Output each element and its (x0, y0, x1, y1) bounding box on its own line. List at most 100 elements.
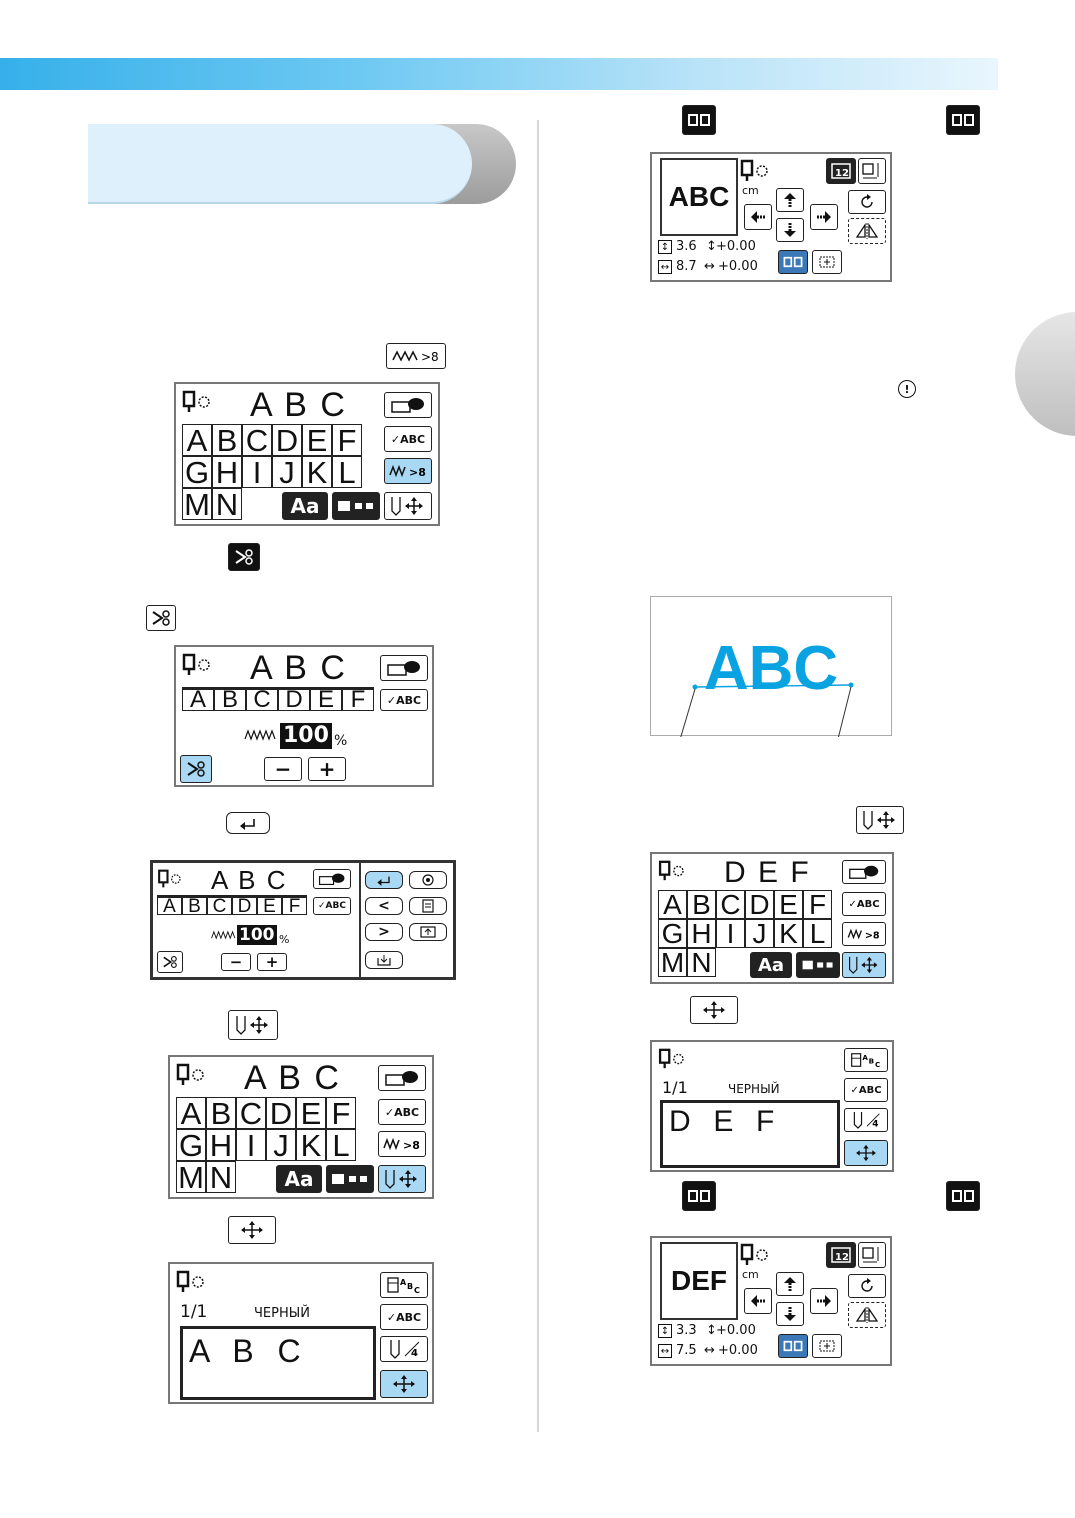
spacing-button[interactable] (326, 1165, 374, 1193)
move-up-button[interactable] (776, 1272, 804, 1296)
spacing-button[interactable] (796, 952, 840, 978)
size-select-button[interactable]: 12 (826, 158, 856, 184)
key-e[interactable]: E (257, 897, 282, 915)
key-l[interactable]: L (803, 919, 832, 948)
key-m[interactable]: M (658, 948, 687, 977)
key-d[interactable]: D (278, 689, 310, 711)
key-e[interactable]: E (296, 1097, 326, 1129)
next-button[interactable]: > (365, 923, 403, 941)
key-d[interactable]: D (272, 424, 302, 456)
delete-button[interactable] (313, 869, 351, 889)
move-button[interactable] (380, 1370, 428, 1398)
move-left-button[interactable] (744, 1288, 772, 1314)
key-f[interactable]: F (282, 897, 307, 915)
key-l[interactable]: L (326, 1129, 356, 1161)
case-button[interactable]: Aa (276, 1165, 322, 1193)
check-text-button[interactable]: ✓ABC (844, 1078, 888, 1102)
key-f[interactable]: F (332, 424, 362, 456)
move-left-button[interactable] (744, 204, 772, 230)
key-e[interactable]: E (774, 890, 803, 919)
rotate-button[interactable] (848, 190, 886, 214)
key-b[interactable]: B (687, 890, 716, 919)
check-text-button[interactable]: ✓ABC (380, 689, 428, 711)
layout-button[interactable] (378, 1165, 426, 1193)
move-button[interactable] (844, 1140, 888, 1166)
prev-button[interactable]: < (365, 897, 403, 915)
key-k[interactable]: K (774, 919, 803, 948)
delete-button[interactable] (842, 860, 886, 884)
key-i[interactable]: I (716, 919, 745, 948)
return-button[interactable] (365, 871, 403, 889)
center-button[interactable] (778, 250, 808, 274)
move-down-button[interactable] (776, 1302, 804, 1326)
density-button[interactable]: >8 (384, 458, 432, 484)
resize-button[interactable] (858, 1242, 886, 1268)
key-i[interactable]: I (236, 1129, 266, 1161)
key-g[interactable]: G (182, 456, 212, 488)
key-d[interactable]: D (232, 897, 257, 915)
key-b[interactable]: B (212, 424, 242, 456)
rotate-button[interactable] (848, 1274, 886, 1298)
key-g[interactable]: G (176, 1129, 206, 1161)
mirror-button[interactable] (848, 218, 886, 244)
key-a[interactable]: A (157, 897, 182, 915)
memory-button[interactable] (409, 923, 447, 941)
key-m[interactable]: M (182, 488, 212, 520)
key-c[interactable]: C (246, 689, 278, 711)
key-j[interactable]: J (272, 456, 302, 488)
key-e[interactable]: E (302, 424, 332, 456)
key-h[interactable]: H (212, 456, 242, 488)
key-b[interactable]: B (214, 689, 246, 711)
check-text-button[interactable]: ✓ABC (384, 426, 432, 452)
scissors-button[interactable] (157, 951, 183, 973)
key-g[interactable]: G (658, 919, 687, 948)
key-e[interactable]: E (310, 689, 342, 711)
spacing-button[interactable] (332, 492, 380, 520)
key-l[interactable]: L (332, 456, 362, 488)
key-k[interactable]: K (302, 456, 332, 488)
key-c[interactable]: C (242, 424, 272, 456)
key-h[interactable]: H (687, 919, 716, 948)
scissors-button[interactable] (180, 755, 212, 783)
center-button[interactable] (778, 1334, 808, 1358)
delete-button[interactable] (378, 1065, 426, 1091)
check-text-button[interactable]: ✓ABC (842, 892, 886, 916)
check-text-button[interactable]: ✓ABC (378, 1099, 426, 1125)
key-a[interactable]: A (176, 1097, 206, 1129)
key-j[interactable]: J (266, 1129, 296, 1161)
document-button[interactable] (409, 897, 447, 915)
move-down-button[interactable] (776, 218, 804, 242)
check-text-button[interactable]: ✓ABC (380, 1304, 428, 1330)
key-h[interactable]: H (206, 1129, 236, 1161)
key-c[interactable]: C (207, 897, 232, 915)
key-f[interactable]: F (803, 890, 832, 919)
density-button[interactable]: >8 (378, 1131, 426, 1157)
density-button[interactable]: >8 (842, 922, 886, 946)
layout-button[interactable] (842, 952, 886, 978)
key-a[interactable]: A (182, 424, 212, 456)
trial-button[interactable] (812, 1334, 842, 1358)
save-button[interactable] (365, 951, 403, 969)
key-n[interactable]: N (687, 948, 716, 977)
trial-button[interactable] (812, 250, 842, 274)
key-n[interactable]: N (206, 1161, 236, 1193)
key-c[interactable]: C (236, 1097, 266, 1129)
key-m[interactable]: M (176, 1161, 206, 1193)
key-i[interactable]: I (242, 456, 272, 488)
plus-button[interactable]: + (257, 953, 287, 971)
key-f[interactable]: F (342, 689, 374, 711)
mirror-button[interactable] (848, 1302, 886, 1328)
case-button[interactable]: Aa (750, 952, 792, 978)
key-a[interactable]: A (182, 689, 214, 711)
case-button[interactable]: Aa (282, 492, 328, 520)
check-text-button[interactable]: ✓ABC (313, 897, 351, 915)
key-f[interactable]: F (326, 1097, 356, 1129)
delete-button[interactable] (380, 655, 428, 681)
key-k[interactable]: K (296, 1129, 326, 1161)
needle-button[interactable]: 4 (380, 1336, 428, 1362)
size-select-button[interactable]: 12 (826, 1242, 856, 1268)
layout-button[interactable] (384, 492, 432, 520)
move-right-button[interactable] (810, 204, 838, 230)
